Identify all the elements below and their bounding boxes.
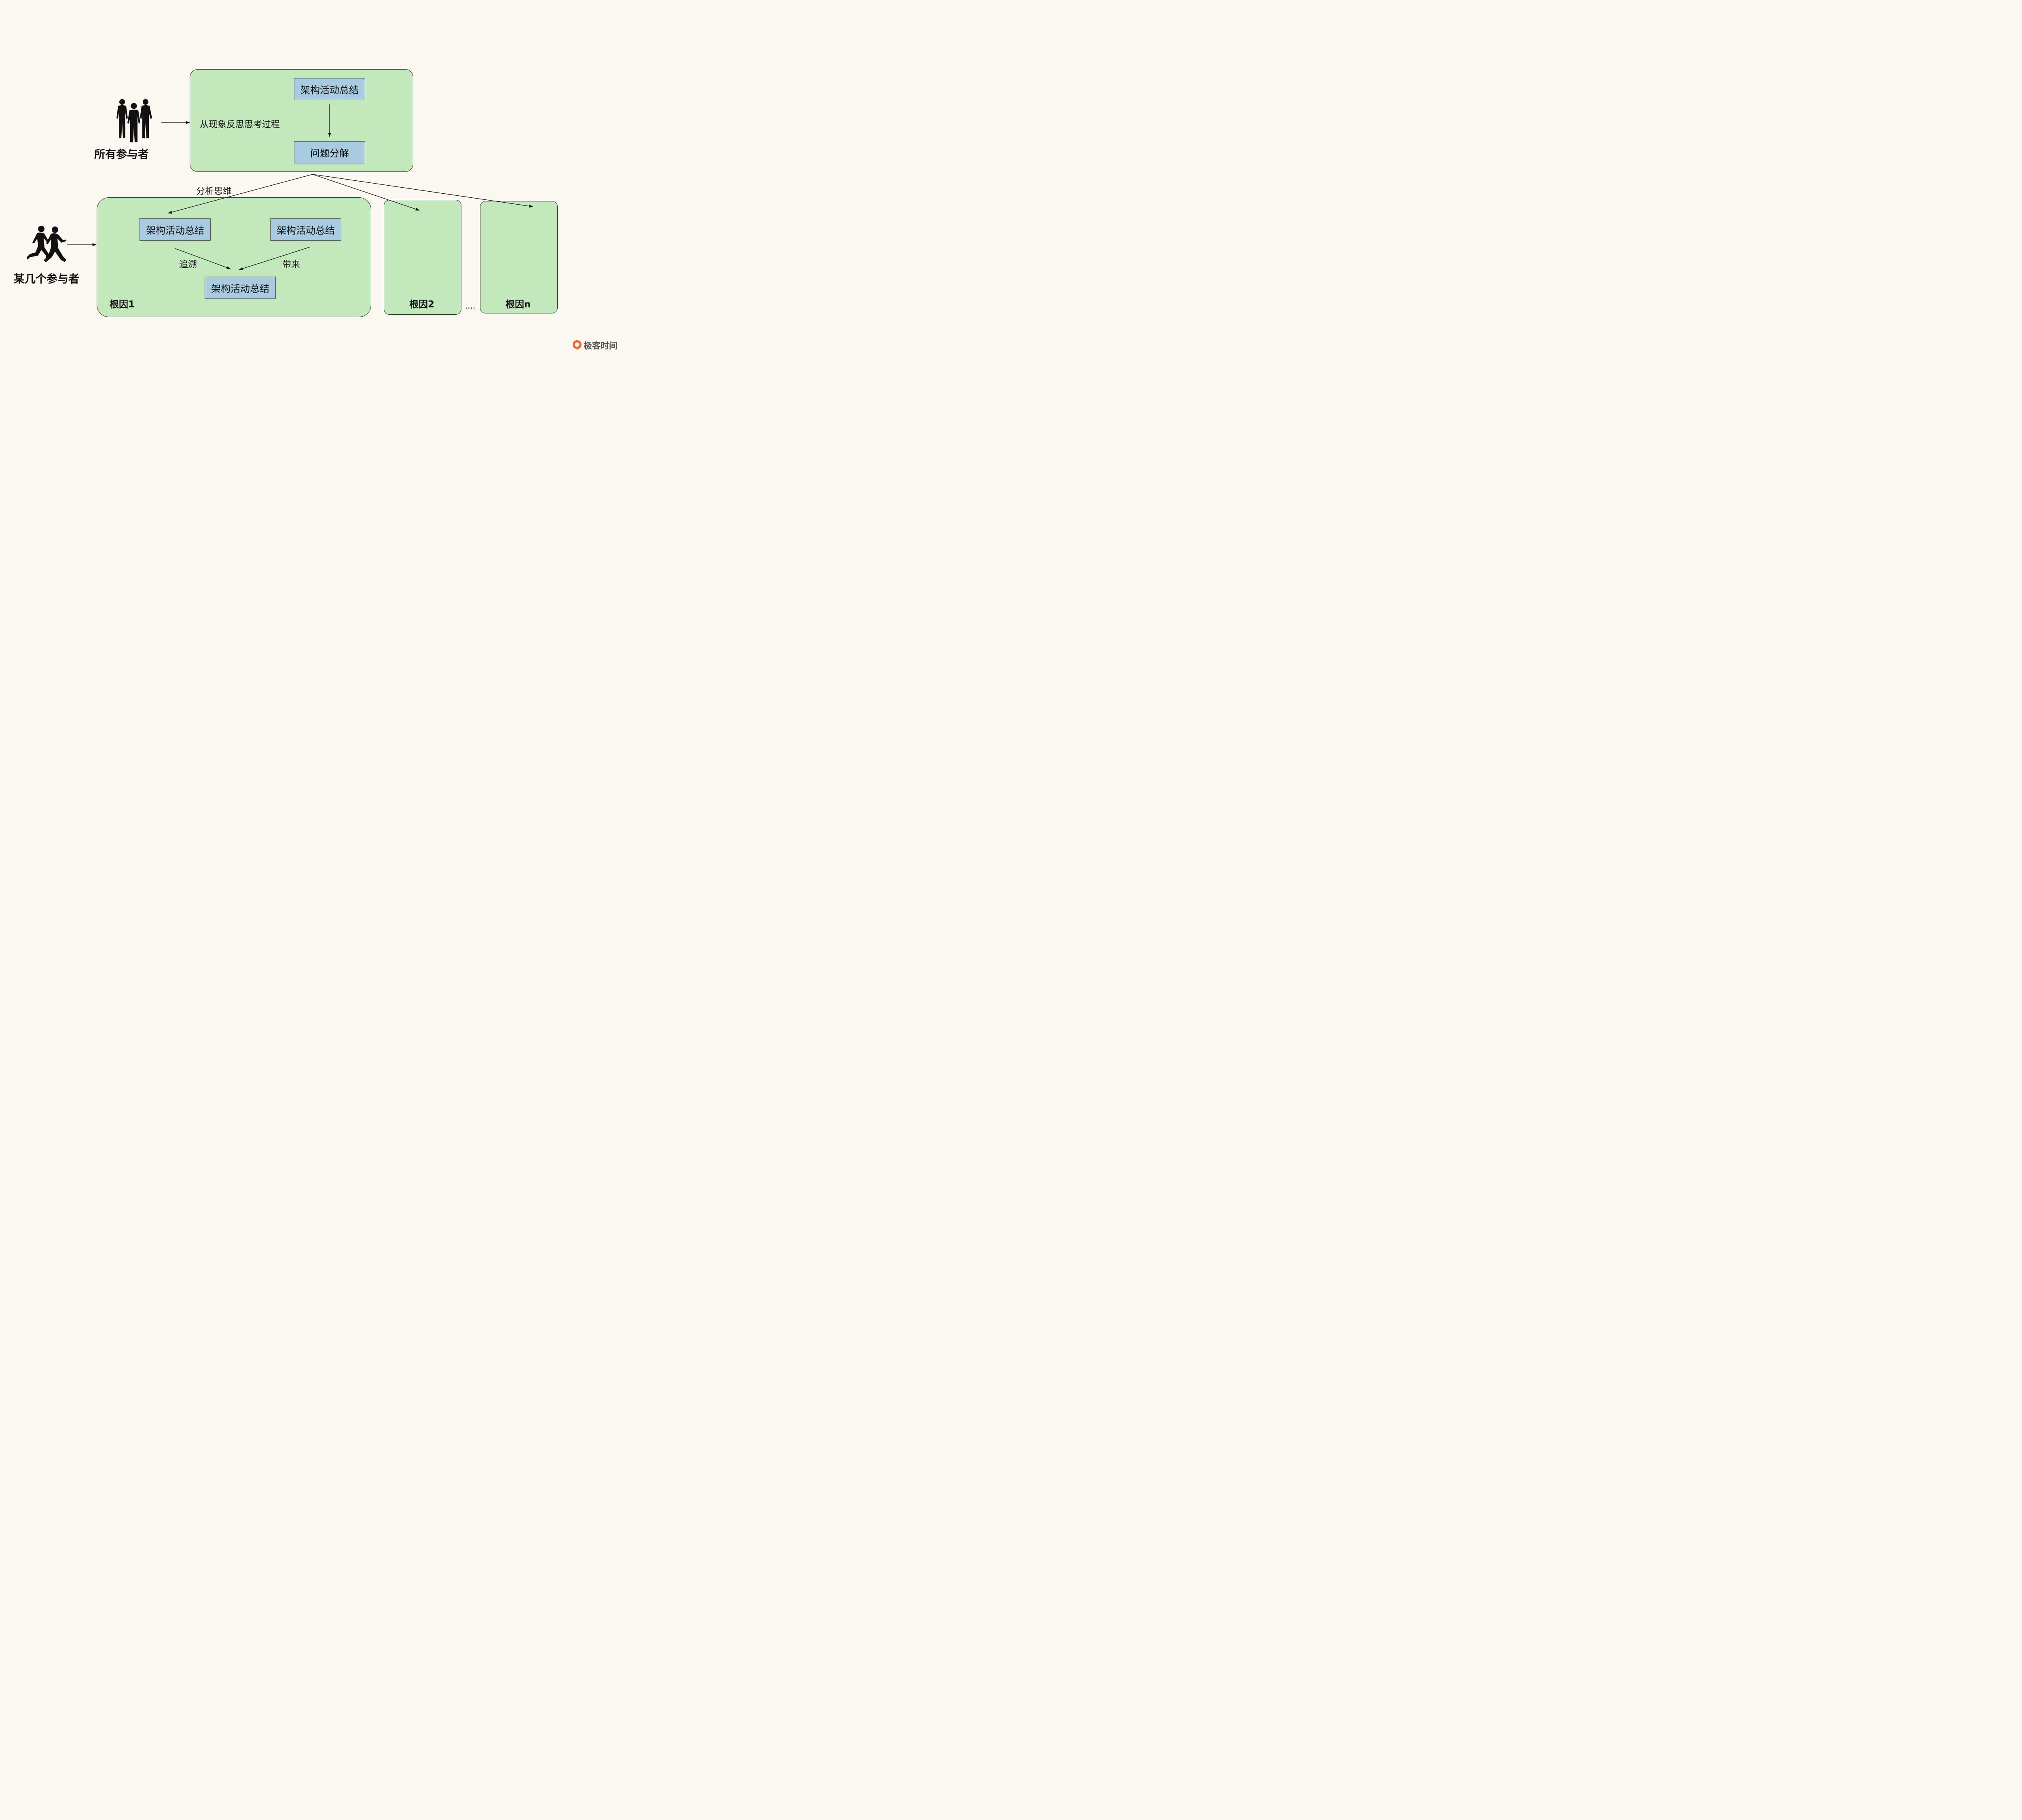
top-description: 从现象反思思考过程 (200, 120, 280, 130)
ellipsis: .... (465, 301, 476, 311)
root1-bottom-node: 架构活动总结 (205, 277, 276, 299)
brand-name: 极客时间 (584, 341, 618, 351)
rootn-label: 根因n (506, 299, 531, 310)
rootn-container (480, 201, 558, 313)
root2-label: 根因2 (409, 299, 435, 310)
all-participants-label: 所有参与者 (94, 148, 149, 161)
edge-label-bring: 带来 (282, 260, 300, 270)
edge-label-trace: 追溯 (179, 260, 197, 270)
brand-icon (573, 340, 582, 351)
some-participants-label: 某几个参与者 (14, 273, 79, 286)
edge-label-analysis: 分析思维 (196, 186, 232, 197)
root1-left-node: 架构活动总结 (140, 218, 211, 241)
group-running-icon (27, 226, 66, 262)
root2-container (384, 200, 461, 315)
problem-decomposition-node: 问题分解 (294, 141, 365, 163)
brand-logo: 极客时间 (571, 339, 618, 351)
root1-label: 根因1 (110, 299, 135, 310)
top-summary-node: 架构活动总结 (294, 78, 365, 100)
group-standing-icon (116, 99, 152, 142)
root1-container (97, 197, 371, 317)
root1-right-node: 架构活动总结 (270, 218, 341, 241)
